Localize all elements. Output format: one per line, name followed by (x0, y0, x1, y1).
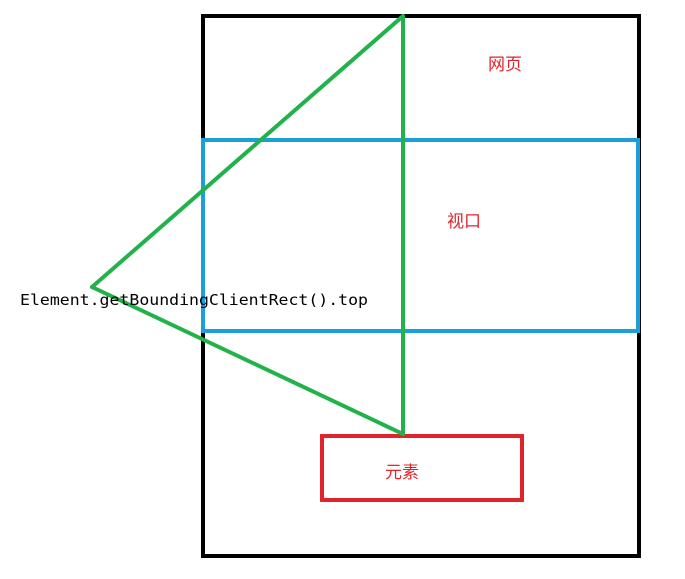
element-label: 元素 (385, 463, 419, 483)
viewport-box (201, 138, 640, 333)
lower-pointer-line (90, 285, 405, 436)
viewport-label: 视口 (447, 212, 481, 232)
upper-pointer-line (90, 14, 405, 289)
element-box (320, 434, 524, 502)
webpage-label: 网页 (488, 55, 522, 75)
webpage-box (201, 14, 641, 558)
property-label: Element.getBoundingClientRect().top (20, 291, 368, 309)
